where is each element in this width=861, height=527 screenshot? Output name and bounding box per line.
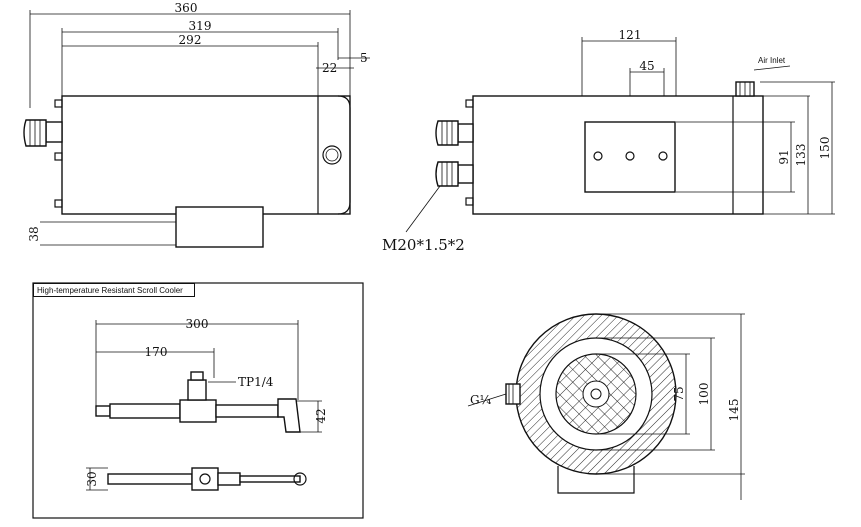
dim-38: 38 bbox=[27, 226, 41, 241]
tp-thread-label: TP1/4 bbox=[238, 375, 274, 389]
air-inlet-label: Air Inlet bbox=[758, 56, 786, 65]
dim-22: 22 bbox=[322, 61, 337, 75]
cable-gland-icon bbox=[435, 120, 474, 187]
cooler-body bbox=[61, 95, 351, 215]
port-label: G¼ bbox=[470, 393, 492, 407]
top-right-front-view: Air Inlet 121 45 91 133 15 bbox=[382, 28, 835, 254]
dim-100: 100 bbox=[697, 383, 711, 406]
cable-gland-icon bbox=[23, 119, 63, 147]
panel-frame bbox=[32, 282, 364, 519]
dim-5: 5 bbox=[360, 51, 368, 65]
dim-91: 91 bbox=[777, 149, 791, 164]
dim-45: 45 bbox=[639, 59, 654, 73]
top-left-side-view: 360 319 292 22 5 38 bbox=[23, 1, 370, 248]
dim-30: 30 bbox=[85, 471, 99, 486]
dim-42: 42 bbox=[314, 408, 328, 423]
scroll-cooler-drawing bbox=[95, 371, 301, 433]
dim-133: 133 bbox=[794, 144, 808, 167]
thread-label: M20*1.5*2 bbox=[382, 236, 465, 254]
dim-121: 121 bbox=[619, 28, 642, 42]
dim-292: 292 bbox=[179, 33, 202, 47]
bottom-terminal-box bbox=[175, 206, 264, 248]
dim-300: 300 bbox=[186, 317, 209, 331]
dim-145: 145 bbox=[727, 399, 741, 422]
dim-170: 170 bbox=[145, 345, 168, 359]
scroll-cooler-panel bbox=[32, 282, 364, 519]
end-section-view bbox=[467, 313, 745, 500]
scroll-cooler-top-view bbox=[107, 467, 307, 491]
dim-150: 150 bbox=[818, 137, 832, 160]
dim-319: 319 bbox=[189, 19, 212, 33]
mounting-bolt-icon bbox=[54, 99, 63, 208]
dim-75: 75 bbox=[672, 386, 686, 401]
sight-glass-icon bbox=[322, 145, 342, 165]
mounting-plate bbox=[584, 121, 676, 193]
panel-title: High-temperature Resistant Scroll Cooler bbox=[33, 283, 195, 297]
dim-360: 360 bbox=[175, 1, 198, 15]
